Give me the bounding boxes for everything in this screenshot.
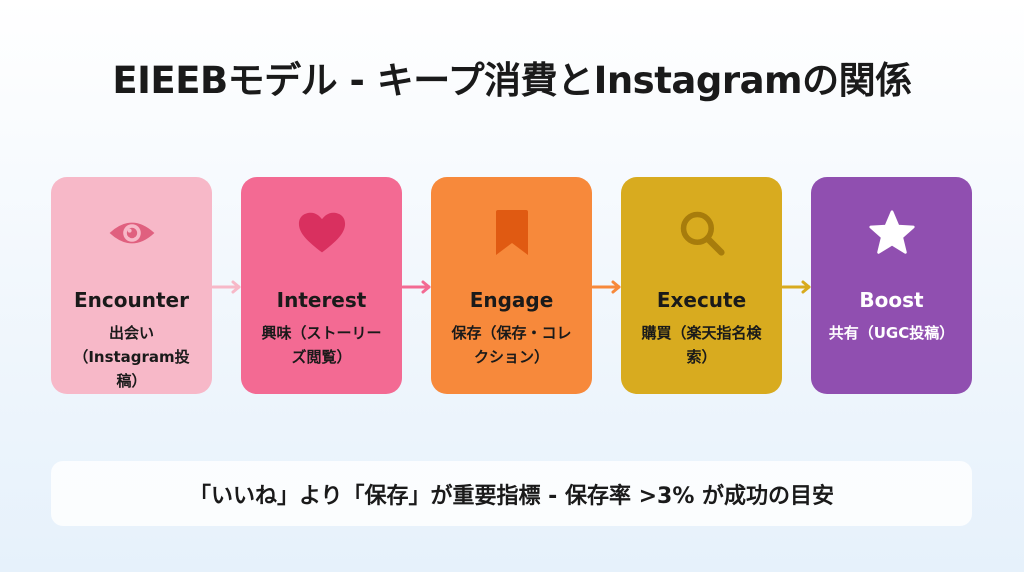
stage-name: Encounter [74,288,189,312]
flow-arrow [782,280,811,294]
stage-card-boost: Boost 共有（UGC投稿） [811,177,972,394]
flow-arrow [402,280,431,294]
stage-desc: 保存（保存・コレクション） [451,324,572,366]
stage-name: Engage [469,288,554,312]
stage-name: Execute [656,288,747,312]
stage-desc: 購買（楽天指名検索） [641,324,762,366]
key-metric-note: 「いいね」より「保存」が重要指標 - 保存率 >3% が成功の目安 [51,461,972,526]
bookmark-icon [488,209,536,257]
stage-desc: 共有（UGC投稿） [828,324,955,342]
heart-icon [298,209,346,257]
star-icon [868,209,916,257]
stage-desc: 出会い（Instagram投稿） [73,324,190,390]
stage-name: Boost [859,288,924,312]
eieeb-flow: Encounter 出会い（Instagram投稿） Interest 興味（ス… [51,177,972,394]
stage-card-interest: Interest 興味（ストーリーズ閲覧） [241,177,402,394]
flow-arrow [592,280,621,294]
eye-icon [108,209,156,257]
stage-card-execute: Execute 購買（楽天指名検索） [621,177,782,394]
page-title: EIEEBモデル - キープ消費とInstagramの関係 [112,59,912,102]
stage-desc: 興味（ストーリーズ閲覧） [261,324,382,366]
stage-card-encounter: Encounter 出会い（Instagram投稿） [51,177,212,394]
search-icon [678,209,726,257]
flow-arrow [212,280,241,294]
stage-name: Interest [276,288,367,312]
stage-card-engage: Engage 保存（保存・コレクション） [431,177,592,394]
